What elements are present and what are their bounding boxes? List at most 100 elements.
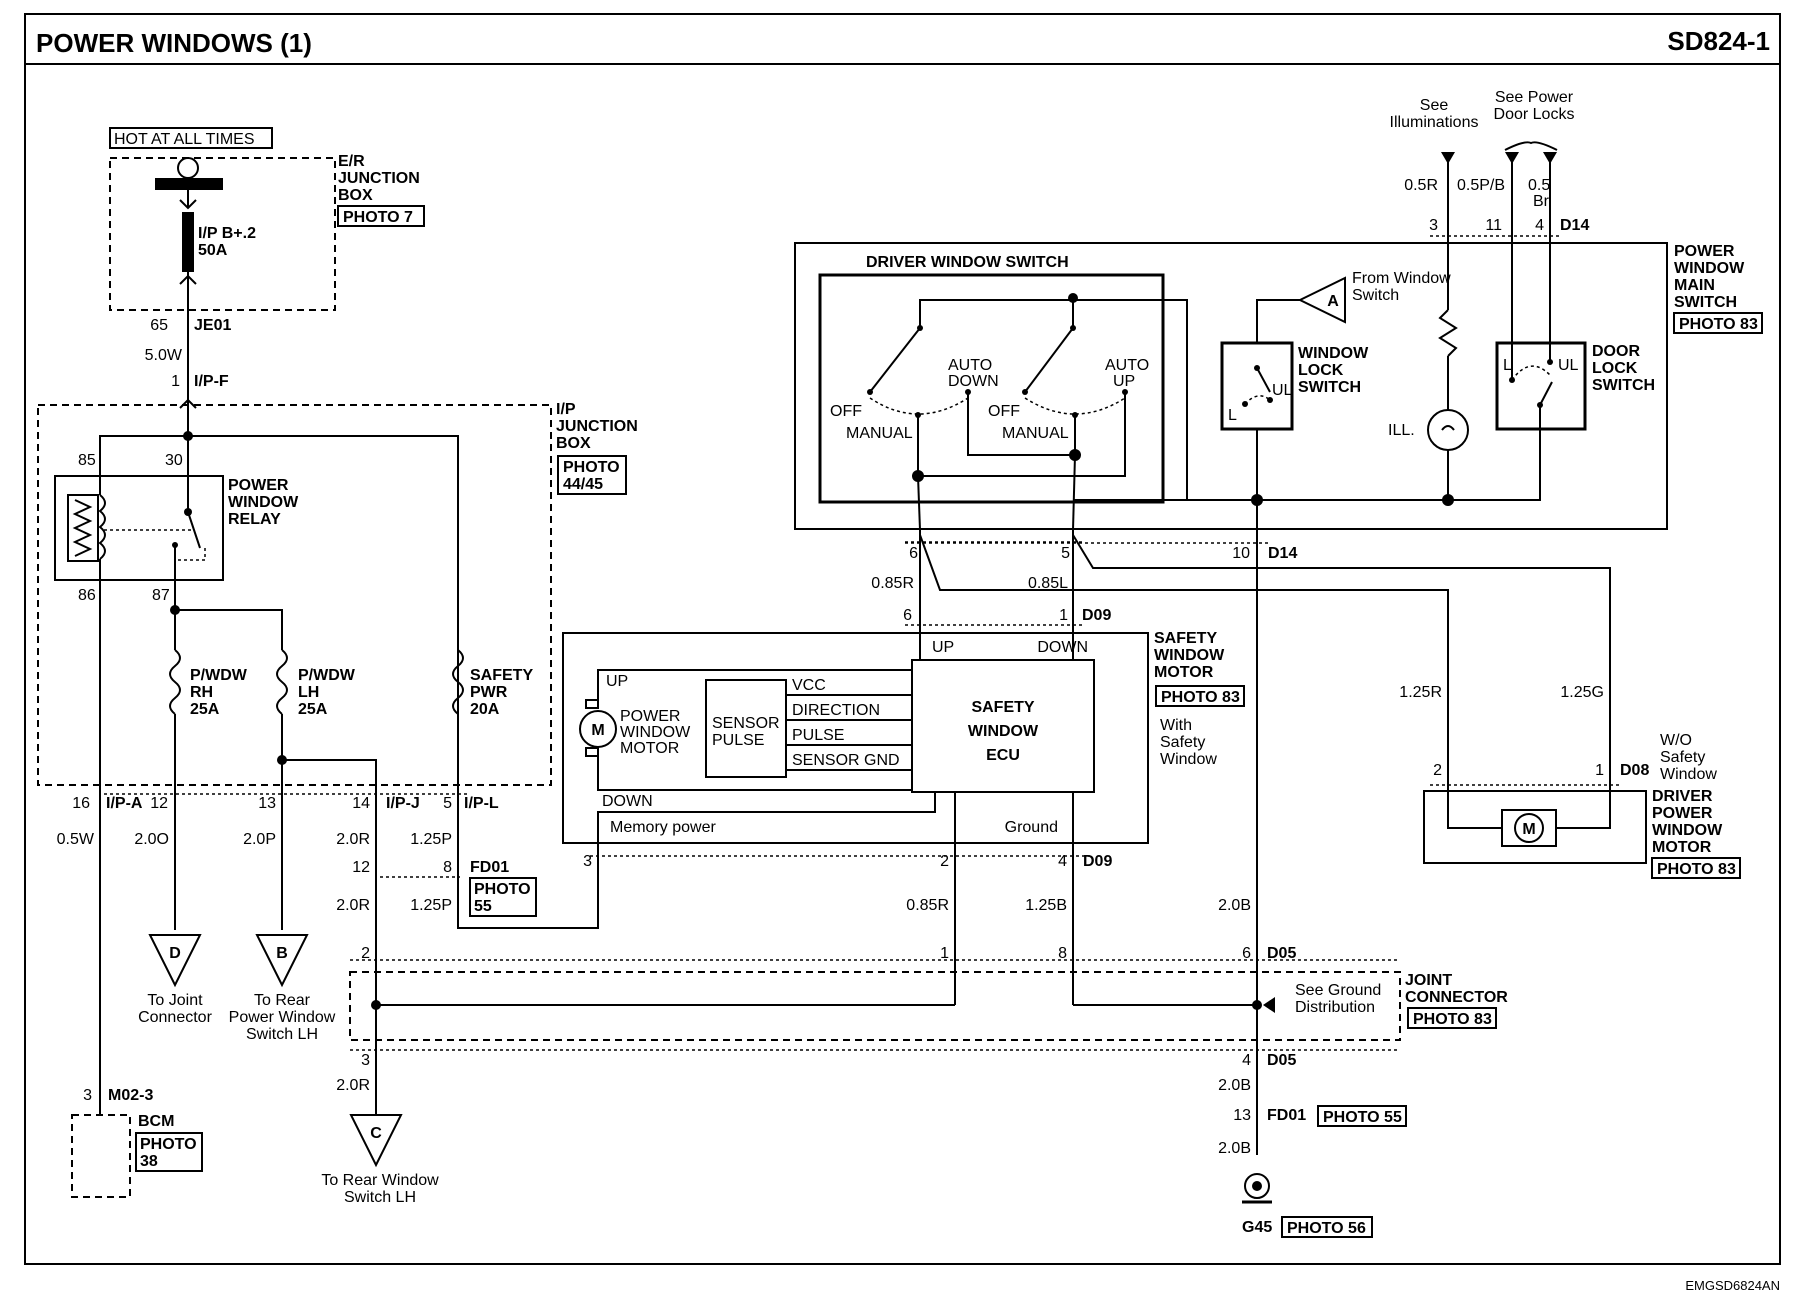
er-junction-box: HOT AT ALL TIMES I/P B+.2 50A E/R JUNCTI… xyxy=(109,127,425,312)
bcm-module: 3 M02-3 BCM PHOTO 38 xyxy=(71,1087,203,1198)
fuse-sp-label-2: PWR xyxy=(470,684,508,701)
joint-connector: See Ground Distribution JOINT CONNECTOR … xyxy=(349,945,1508,1069)
fuse-pwdw-lh: P/WDW LH 25A xyxy=(276,649,377,800)
wire-label-1-25p-b: 1.25P xyxy=(410,897,452,914)
ref-d-to-joint-connector: D To Joint Connector xyxy=(138,934,213,1026)
dws-label: DRIVER WINDOW SWITCH xyxy=(866,254,1069,271)
ip-box-photo-1: PHOTO xyxy=(563,459,620,476)
relay-pin-87: 87 xyxy=(152,587,170,604)
pdl-ref-1: See Power xyxy=(1495,89,1574,106)
see-ground-2: Distribution xyxy=(1295,999,1375,1016)
swm-with-2: Safety xyxy=(1160,734,1205,751)
dpwm-photo: PHOTO 83 xyxy=(1657,861,1736,878)
d14-pin-4: 4 xyxy=(1535,217,1544,234)
ground-g45-icon xyxy=(1242,1173,1272,1204)
sig-sensor-gnd: SENSOR GND xyxy=(792,752,900,769)
fd01-pin-8: 8 xyxy=(443,859,452,876)
ref-d-text-2: Connector xyxy=(138,1009,212,1026)
swm-label-1: SAFETY xyxy=(1154,630,1217,647)
wire-label-2-0b-c: 2.0B xyxy=(1218,1140,1251,1157)
fuse-ip-b2-rating: 50A xyxy=(198,242,228,259)
g45-label: G45 xyxy=(1242,1219,1272,1236)
fd01-pin-12: 12 xyxy=(352,859,370,876)
auto-down-1: AUTO xyxy=(948,357,992,374)
ref-b-letter: B xyxy=(276,945,288,962)
wire-label-2-0b-a: 2.0B xyxy=(1218,897,1251,914)
wire-label-2-0r-a: 2.0R xyxy=(336,831,370,848)
pwms-label-4: SWITCH xyxy=(1674,294,1737,311)
ref-c-text-1: To Rear Window xyxy=(321,1172,439,1189)
relay-label-1: POWER xyxy=(228,477,289,494)
wire-label-0-5br-2: Br xyxy=(1533,193,1550,210)
joint-pin-2: 2 xyxy=(361,945,370,962)
d14-connector: D14 xyxy=(1560,217,1589,234)
page-frame xyxy=(24,13,1781,1265)
er-box-label-1: E/R xyxy=(338,153,365,170)
dpwm-label-3: WINDOW xyxy=(1652,822,1723,839)
wire-label-0-5pb: 0.5P/B xyxy=(1457,177,1505,194)
wire-label-0-85r-a: 0.85R xyxy=(871,575,914,592)
sig-direction: DIRECTION xyxy=(792,702,880,719)
ecu-label-1: SAFETY xyxy=(971,699,1034,716)
swm-with-3: Window xyxy=(1160,751,1217,768)
pwm-label-3: MOTOR xyxy=(620,740,679,757)
je01-pin: 65 xyxy=(150,317,168,334)
m02-pin: 3 xyxy=(83,1087,92,1104)
svg-text:M: M xyxy=(1522,821,1535,838)
sig-pulse: PULSE xyxy=(792,727,844,744)
ref-d-letter: D xyxy=(169,945,181,962)
fd01-photo-1: PHOTO xyxy=(474,881,531,898)
dls-label-2: LOCK xyxy=(1592,360,1638,377)
wls-ul: UL xyxy=(1272,382,1293,399)
wire-label-0-5br-1: 0.5 xyxy=(1528,177,1550,194)
ill-label: ILL. xyxy=(1388,422,1415,439)
ref-b-text-2: Power Window xyxy=(229,1009,336,1026)
dls-ul: UL xyxy=(1558,357,1579,374)
d09b-connector: D09 xyxy=(1083,853,1112,870)
footer-code: EMGSD6824AN xyxy=(1685,1278,1780,1293)
illum-ref-1: See xyxy=(1420,97,1449,114)
ref-b-text-1: To Rear xyxy=(254,992,311,1009)
dls-l: L xyxy=(1503,357,1512,374)
illum-ref-2: Illuminations xyxy=(1390,114,1479,131)
wire-1-25r xyxy=(919,534,1449,795)
ipl-connector: I/P-L xyxy=(464,795,499,812)
swm-label-2: WINDOW xyxy=(1154,647,1225,664)
d08-connector: D08 xyxy=(1620,762,1649,779)
wire-1-25g xyxy=(1072,534,1611,795)
sensor-label-1: SENSOR xyxy=(712,715,780,732)
ip-box-label-3: BOX xyxy=(556,435,591,452)
manual-1: MANUAL xyxy=(846,425,913,442)
ref-a-letter: A xyxy=(1327,293,1339,310)
ref-c-text-2: Switch LH xyxy=(344,1189,416,1206)
d14-pin-11: 11 xyxy=(1485,217,1502,234)
ip-junction-box: I/P JUNCTION BOX PHOTO 44/45 85 30 POWER… xyxy=(37,401,638,786)
m02-connector: M02-3 xyxy=(108,1087,153,1104)
d14-top-connector: 0.5R 0.5P/B 0.5 Br 3 11 4 D14 See Illumi… xyxy=(1390,89,1589,243)
ref-a-text-2: Switch xyxy=(1352,287,1399,304)
g45-photo: PHOTO 56 xyxy=(1287,1220,1366,1237)
bcm-label: BCM xyxy=(138,1113,174,1130)
dls-label-1: DOOR xyxy=(1592,343,1640,360)
er-box-label-3: BOX xyxy=(338,187,373,204)
swm-up-label: UP xyxy=(606,673,628,690)
wire-label-2-0r-b: 2.0R xyxy=(336,897,370,914)
d08-pin-2: 2 xyxy=(1433,762,1442,779)
ref-b-to-rear-power-window: B To Rear Power Window Switch LH xyxy=(229,934,336,1043)
wire-label-0-5r: 0.5R xyxy=(1404,177,1438,194)
swm-down-label: DOWN xyxy=(602,793,653,810)
d05-connector: D05 xyxy=(1267,945,1296,962)
fuse-ip-b2-icon xyxy=(182,212,194,272)
wire-label-1-25r: 1.25R xyxy=(1399,684,1442,701)
auto-up-2: UP xyxy=(1113,373,1135,390)
fuse-rh-label-1: P/WDW xyxy=(190,667,248,684)
wire-label-2-0b-b: 2.0B xyxy=(1218,1077,1251,1094)
ecu-label-3: ECU xyxy=(986,747,1020,764)
d09-pin-3: 3 xyxy=(583,853,592,870)
ipa-pin: 16 xyxy=(72,795,90,812)
ip-box-label-1: I/P xyxy=(556,401,576,418)
fuse-sp-label-1: SAFETY xyxy=(470,667,533,684)
ipf-pin: 1 xyxy=(171,373,180,390)
joint-pin-1: 1 xyxy=(940,945,949,962)
